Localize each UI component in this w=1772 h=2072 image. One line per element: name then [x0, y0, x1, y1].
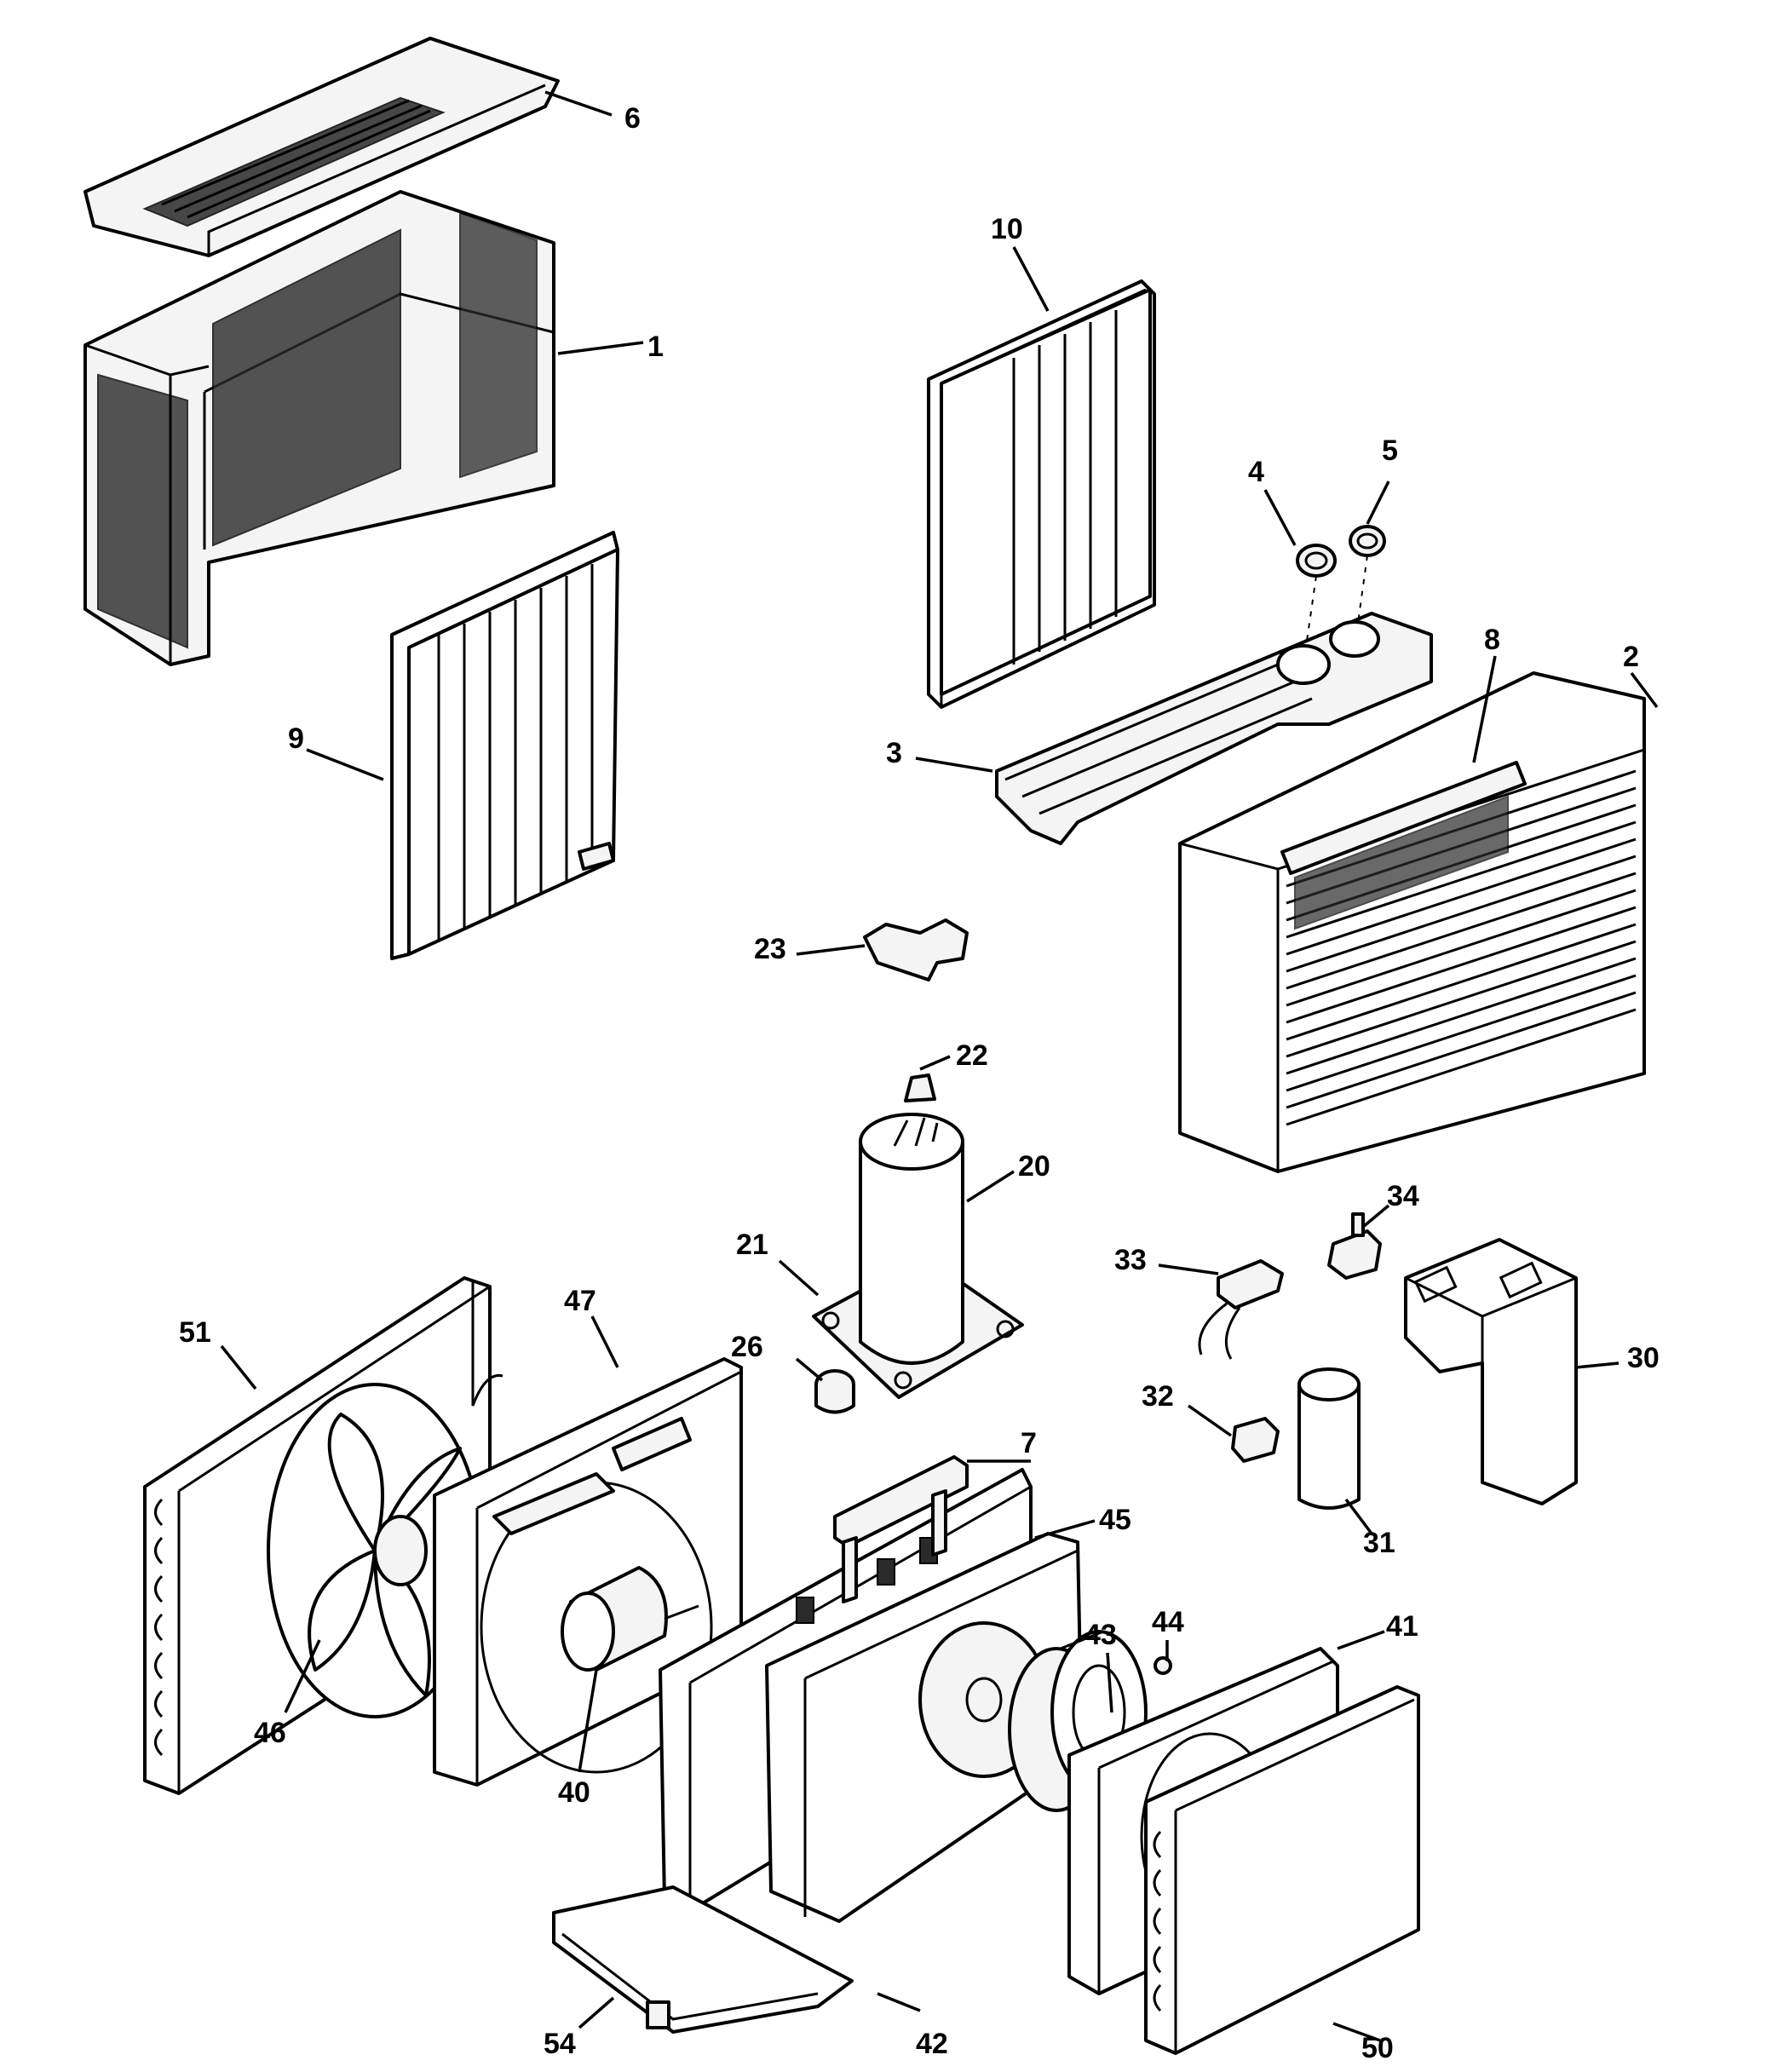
callout-54: 54 — [544, 2028, 576, 2060]
callout-45: 45 — [1099, 1504, 1131, 1536]
callout-9: 9 — [288, 722, 304, 755]
callout-26: 26 — [731, 1331, 763, 1363]
part-knobs — [1296, 525, 1386, 665]
callout-32: 32 — [1142, 1380, 1174, 1413]
part-front-grille — [1178, 671, 1646, 1173]
callout-23: 23 — [754, 933, 786, 965]
part-condenser-fan — [267, 1383, 483, 1718]
callout-20: 20 — [1018, 1150, 1050, 1183]
callout-3: 3 — [886, 737, 902, 769]
callout-30: 30 — [1627, 1342, 1660, 1374]
callout-1: 1 — [647, 331, 664, 363]
callout-8: 8 — [1484, 624, 1500, 656]
callout-40: 40 — [558, 1776, 590, 1809]
part-top-cover — [83, 37, 560, 257]
part-compressor — [812, 1073, 1024, 1414]
callout-6: 6 — [624, 102, 641, 135]
callout-43: 43 — [1084, 1619, 1117, 1651]
callout-50: 50 — [1361, 2032, 1394, 2064]
part-side-curtain-left — [390, 531, 619, 960]
part-evaporator-coil — [1144, 1685, 1420, 2055]
callout-47: 47 — [564, 1285, 596, 1317]
part-thermostat — [1198, 1259, 1284, 1360]
callout-5: 5 — [1382, 435, 1398, 467]
callout-22: 22 — [956, 1039, 988, 1072]
part-control-louver — [995, 612, 1433, 845]
part-base-pan — [552, 1885, 854, 2034]
part-selector-switch — [1327, 1212, 1382, 1280]
part-capacitor — [1297, 1367, 1361, 1510]
callout-7: 7 — [1021, 1427, 1037, 1459]
part-cabinet-wrapper — [83, 190, 555, 666]
callout-31: 31 — [1363, 1527, 1395, 1559]
callout-46: 46 — [254, 1717, 286, 1749]
callout-2: 2 — [1623, 641, 1639, 673]
callout-51: 51 — [179, 1316, 211, 1349]
callout-42: 42 — [916, 2028, 948, 2060]
callout-44: 44 — [1152, 1606, 1184, 1638]
callout-labels: 6 1 9 10 4 5 3 8 2 23 22 20 21 26 33 34 … — [179, 102, 1660, 2064]
callout-33: 33 — [1114, 1244, 1147, 1276]
part-side-curtain-right — [927, 279, 1156, 709]
callout-10: 10 — [991, 213, 1023, 245]
callout-41: 41 — [1386, 1610, 1418, 1643]
part-fan-motor — [561, 1566, 699, 1672]
callout-4: 4 — [1248, 456, 1264, 488]
part-control-box — [1404, 1238, 1578, 1505]
part-relay — [1231, 1417, 1280, 1463]
callout-34: 34 — [1387, 1180, 1419, 1212]
callout-21: 21 — [736, 1229, 768, 1261]
part-bracket — [863, 918, 969, 981]
callout-leaders — [220, 90, 1659, 2042]
